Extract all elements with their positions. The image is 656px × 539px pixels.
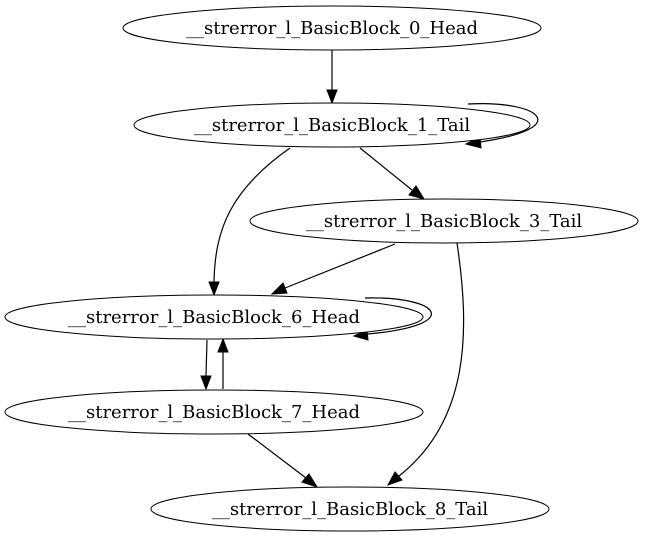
node-basicblock-6-head: __strerror_l_BasicBlock_6_Head (4, 294, 424, 340)
arrowhead-icon (301, 473, 319, 488)
edge-n3-to-n8 (386, 242, 465, 486)
node-label: __strerror_l_BasicBlock_6_Head (68, 307, 360, 328)
edge-line (247, 433, 307, 479)
edge-n6-to-n7 (200, 339, 212, 391)
node-basicblock-1-tail: __strerror_l_BasicBlock_1_Tail (133, 102, 531, 148)
node-label: __strerror_l_BasicBlock_1_Tail (194, 115, 471, 136)
arrowhead-icon (217, 337, 229, 353)
edge-line (213, 147, 291, 283)
edge-line (205, 339, 208, 377)
edge-n7-to-n8 (247, 433, 319, 488)
edge-line (398, 242, 465, 477)
edge-line (364, 297, 433, 335)
node-basicblock-0-head: __strerror_l_BasicBlock_0_Head (122, 5, 542, 51)
edge-n0-to-n1 (326, 50, 338, 105)
edge-n7-to-n6 (217, 337, 229, 389)
edge-n1-to-n3 (359, 147, 426, 200)
node-basicblock-7-head: __strerror_l_BasicBlock_7_Head (4, 389, 424, 435)
node-basicblock-8-tail: __strerror_l_BasicBlock_8_Tail (150, 486, 550, 532)
node-label: __strerror_l_BasicBlock_8_Tail (212, 499, 489, 520)
arrowhead-icon (386, 471, 403, 486)
edge-line (467, 103, 539, 143)
edge-line (284, 243, 396, 289)
node-label: __strerror_l_BasicBlock_3_Tail (306, 211, 583, 232)
arrowhead-icon (200, 375, 212, 391)
node-basicblock-3-tail: __strerror_l_BasicBlock_3_Tail (249, 198, 639, 244)
edge-line (359, 147, 413, 191)
node-label: __strerror_l_BasicBlock_0_Head (186, 18, 478, 39)
edge-n3-to-n6 (270, 243, 396, 295)
arrowhead-icon (408, 185, 426, 200)
arrowhead-icon (326, 89, 338, 105)
arrowhead-icon (208, 281, 220, 297)
node-label: __strerror_l_BasicBlock_7_Head (68, 402, 360, 423)
edge-n1-to-n6 (208, 147, 291, 297)
arrowhead-icon (270, 282, 288, 295)
nodes-layer: __strerror_l_BasicBlock_0_Head __strerro… (4, 5, 639, 532)
